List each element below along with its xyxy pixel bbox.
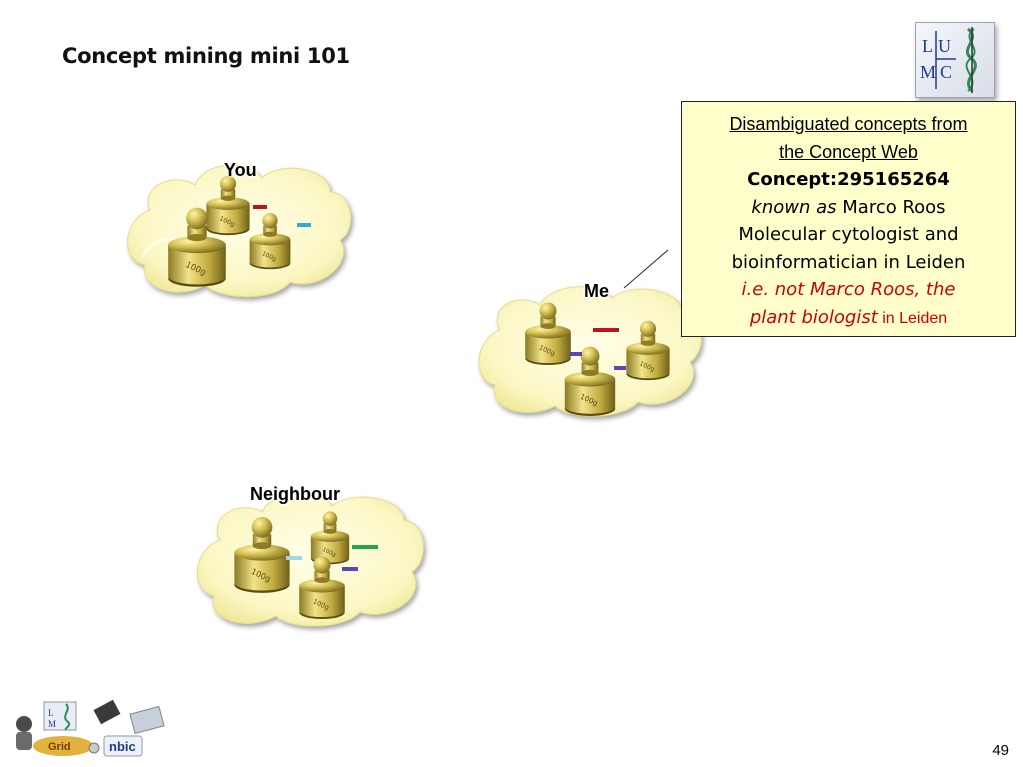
lumc-letter-m: M (920, 62, 937, 82)
dash-neighbour-purple (342, 567, 358, 571)
footer-card-icon (129, 705, 165, 735)
footer-biogrid-logo: Grid (33, 736, 100, 756)
callout-ie-line2b: in Leiden (877, 309, 948, 327)
label-neighbour: Neighbour (250, 484, 340, 504)
slide-title: Concept mining mini 101 (62, 44, 350, 68)
dash-neighbour-lightblue (286, 556, 302, 560)
lumc-logo: L U M C (915, 22, 995, 98)
concept-callout: Disambiguated concepts from the Concept … (681, 101, 1016, 337)
lumc-letter-c: C (940, 62, 953, 82)
footer-nbic-logo: nbic (103, 735, 143, 757)
lumc-letter-u: U (938, 36, 951, 56)
svg-text:nbic: nbic (109, 739, 136, 754)
dash-me-purple-1 (570, 352, 582, 356)
callout-heading-line1: Disambiguated concepts from (729, 114, 968, 134)
callout-known-as: known as (751, 196, 837, 218)
label-you: You (224, 160, 257, 180)
lumc-letter-l: L (922, 36, 933, 56)
dash-you-cyan (297, 223, 311, 227)
footer-logos: L M Grid nbic (8, 696, 168, 762)
footer-chip-icon (93, 699, 121, 725)
dash-you-red (253, 205, 267, 209)
footer-lumc-icon: L M (43, 701, 77, 731)
callout-ie-line2a: plant biologist (749, 306, 878, 328)
footer-person-icon (16, 716, 32, 750)
dash-me-purple-2 (614, 366, 626, 370)
svg-text:L: L (48, 708, 54, 718)
callout-connector (623, 249, 669, 289)
footer-logo-collage: L M Grid nbic (16, 699, 165, 757)
dna-helix-icon (935, 27, 977, 93)
callout-ie-line1: i.e. not Marco Roos, the (741, 279, 956, 300)
svg-text:Grid: Grid (48, 741, 71, 753)
callout-heading-line2: the Concept Web (779, 141, 918, 162)
callout-person-name: Marco Roos (842, 196, 946, 218)
page-number: 49 (992, 742, 1009, 759)
callout-desc1: Molecular cytologist and (738, 224, 959, 245)
dash-neighbour-green (352, 545, 378, 549)
svg-text:M: M (48, 719, 56, 729)
label-me: Me (584, 281, 610, 301)
dash-me-red (593, 328, 619, 332)
callout-ie-line2: plant biologist in Leiden (682, 304, 1015, 333)
callout-concept-id: Concept:295165264 (747, 169, 950, 190)
callout-known-as-line: known as Marco Roos (682, 194, 1015, 222)
callout-desc2: bioinformatician in Leiden (731, 251, 966, 273)
